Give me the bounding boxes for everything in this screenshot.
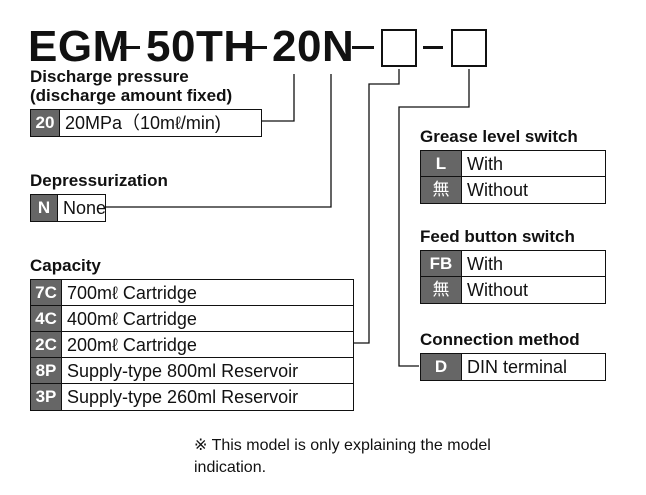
list-item: 8P Supply-type 800ml Reservoir [31, 358, 353, 384]
list-item: 4C 400mℓ Cartridge [31, 306, 353, 332]
option-code: D [421, 354, 462, 380]
footnote-line-2: indication. [194, 459, 267, 476]
depressurization-options-table: N None [30, 194, 106, 222]
option-label: 200mℓ Cartridge [67, 335, 197, 355]
discharge-options-table: 20 20MPa（10mℓ/min) [30, 109, 262, 137]
option-code: 2C [31, 332, 62, 357]
option-label: 20MPa（10mℓ/min) [65, 113, 221, 133]
option-code: N [31, 195, 58, 221]
option-code: L [421, 151, 462, 176]
option-label: Supply-type 260ml Reservoir [67, 387, 299, 407]
option-label: With [467, 254, 503, 274]
capacity-heading: Capacity [30, 256, 101, 275]
connector-discharge [262, 74, 295, 122]
grease-level-heading: Grease level switch [420, 127, 578, 146]
option-label: Without [467, 280, 529, 300]
list-item: FB With [421, 251, 605, 277]
capacity-options-table: 7C 700mℓ Cartridge 4C 400mℓ Cartridge 2C… [30, 279, 354, 411]
list-item: N None [31, 195, 107, 221]
model-pressure-code: 20N [272, 22, 355, 71]
option-code: 3P [31, 384, 62, 410]
list-item: 無 Without [421, 277, 605, 303]
connector-capacity [354, 69, 400, 344]
separator-dash-1 [120, 46, 140, 49]
connection-heading: Connection method [420, 330, 580, 349]
list-item: 無 Without [421, 177, 605, 203]
separator-dash-3 [352, 46, 374, 49]
option-label: 400mℓ Cartridge [67, 309, 197, 329]
connection-options-table: D DIN terminal [420, 353, 606, 381]
option-code: 8P [31, 358, 62, 383]
list-item: 2C 200mℓ Cartridge [31, 332, 353, 358]
option-label: Supply-type 800ml Reservoir [67, 361, 299, 381]
option-label: Without [467, 180, 529, 200]
list-item: 3P Supply-type 260ml Reservoir [31, 384, 353, 410]
list-item: D DIN terminal [421, 354, 605, 380]
option-slot-2 [451, 29, 487, 67]
option-slot-1 [381, 29, 417, 67]
footnote-line-1: ※ This model is only explaining the mode… [194, 437, 491, 454]
feed-button-options-table: FB With 無 Without [420, 250, 606, 304]
list-item: 20 20MPa（10mℓ/min) [31, 110, 261, 136]
separator-dash-2 [247, 46, 267, 49]
discharge-subheading: (discharge amount fixed) [30, 86, 233, 105]
model-series: 50TH [146, 22, 256, 71]
option-code: 4C [31, 306, 62, 331]
option-code: FB [421, 251, 462, 276]
grease-level-options-table: L With 無 Without [420, 150, 606, 204]
connector-depressurization [106, 74, 332, 208]
option-label: 700mℓ Cartridge [67, 283, 197, 303]
option-code: 無 [421, 177, 462, 203]
feed-button-heading: Feed button switch [420, 227, 575, 246]
list-item: L With [421, 151, 605, 177]
discharge-heading: Discharge pressure [30, 67, 189, 86]
option-label: With [467, 154, 503, 174]
depressurization-heading: Depressurization [30, 171, 168, 190]
option-code: 7C [31, 280, 62, 305]
option-code: 20 [31, 110, 60, 136]
connector-right-options [398, 69, 470, 367]
option-code: 無 [421, 277, 462, 303]
list-item: 7C 700mℓ Cartridge [31, 280, 353, 306]
option-label: None [63, 198, 107, 218]
separator-dash-4 [423, 46, 443, 49]
model-prefix: EGM [28, 22, 130, 71]
option-label: DIN terminal [467, 357, 568, 377]
